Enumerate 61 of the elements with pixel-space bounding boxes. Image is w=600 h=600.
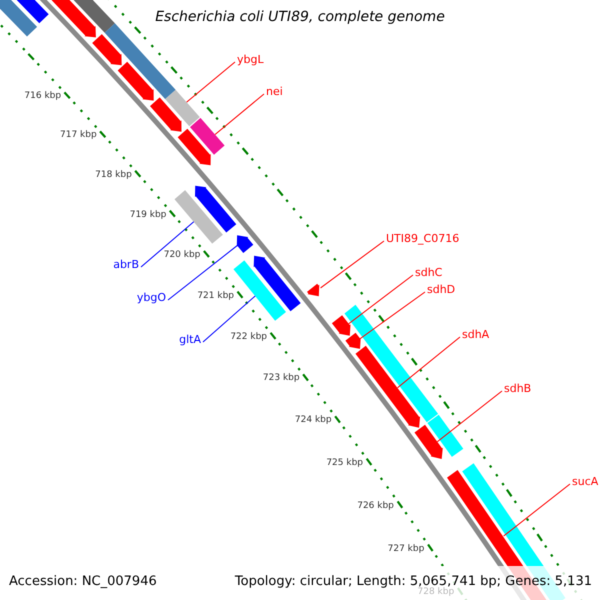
- gene-bar: [344, 304, 438, 422]
- gene-block: [345, 332, 361, 349]
- scale-label: 717 kbp: [60, 131, 97, 140]
- scale-label: 724 kbp: [294, 416, 332, 426]
- gene-label: sucA: [572, 476, 598, 487]
- gene-bar: [427, 414, 464, 457]
- leader-line: [348, 274, 414, 324]
- gene-label: gltA: [179, 334, 201, 345]
- gene-bar: [174, 190, 223, 244]
- title: Escherichia coli UTI89, complete genome: [155, 10, 445, 24]
- gene-label: sdhB: [504, 383, 532, 394]
- scale-label: 718 kbp: [95, 170, 132, 180]
- gene-bar: [74, 0, 115, 33]
- gene-block: [332, 315, 350, 336]
- leader-line: [436, 390, 502, 442]
- gene-bar: [190, 118, 225, 155]
- gene-label: sdhD: [427, 284, 456, 295]
- leader-line: [214, 94, 264, 136]
- leader-line: [360, 292, 426, 340]
- scale-label: 722 kbp: [230, 332, 267, 342]
- leader-line: [397, 336, 460, 388]
- gene-block: [52, 0, 96, 38]
- gene-block: [414, 424, 443, 459]
- scale-label: 716 kbp: [24, 92, 62, 102]
- scale-label: 726 kbp: [357, 502, 394, 511]
- accession-text: Accession: NC_007946: [9, 575, 157, 588]
- scale-label: 723 kbp: [262, 374, 300, 384]
- gene-block: [307, 284, 320, 296]
- gene-label: UTI89_C0716: [386, 233, 460, 244]
- gene-label: sdhA: [462, 329, 490, 340]
- gene-block: [150, 97, 182, 132]
- gene-block: [92, 34, 122, 66]
- gene-block: [178, 128, 211, 166]
- gene-label: nei: [266, 86, 283, 97]
- leader-line: [320, 240, 384, 288]
- gene-label: abrB: [113, 259, 139, 270]
- gene-bar: [234, 260, 286, 321]
- gene-bar: [0, 0, 38, 36]
- scale-label: 727 kbp: [388, 544, 424, 554]
- gene-block: [195, 186, 236, 232]
- gene-label: sdhC: [415, 267, 442, 278]
- gene-block: [16, 0, 49, 24]
- scale-label: 719 kbp: [130, 210, 166, 220]
- leader-line: [140, 221, 194, 268]
- leader-line: [202, 295, 256, 342]
- gene-block: [356, 346, 420, 428]
- gene-bar: [104, 23, 176, 99]
- gene-block: [236, 235, 254, 253]
- gene-bar: [165, 90, 200, 126]
- leader-line: [168, 245, 238, 300]
- gene-block: [118, 62, 154, 101]
- scale-label: 721 kbp: [197, 292, 234, 301]
- gene-label: ybgO: [136, 292, 166, 303]
- gene-block: [254, 256, 301, 312]
- scale-label: 725 kbp: [326, 458, 363, 468]
- scale-label: 728 kbp: [418, 588, 454, 598]
- genome-summary-text: Topology: circular; Length: 5,065,741 bp; Genes: 5,131: [234, 575, 592, 588]
- leader-line: [186, 62, 236, 103]
- gene-label: ybgL: [237, 54, 264, 65]
- scale-label: 720 kbp: [164, 250, 200, 260]
- leader-line: [503, 484, 570, 537]
